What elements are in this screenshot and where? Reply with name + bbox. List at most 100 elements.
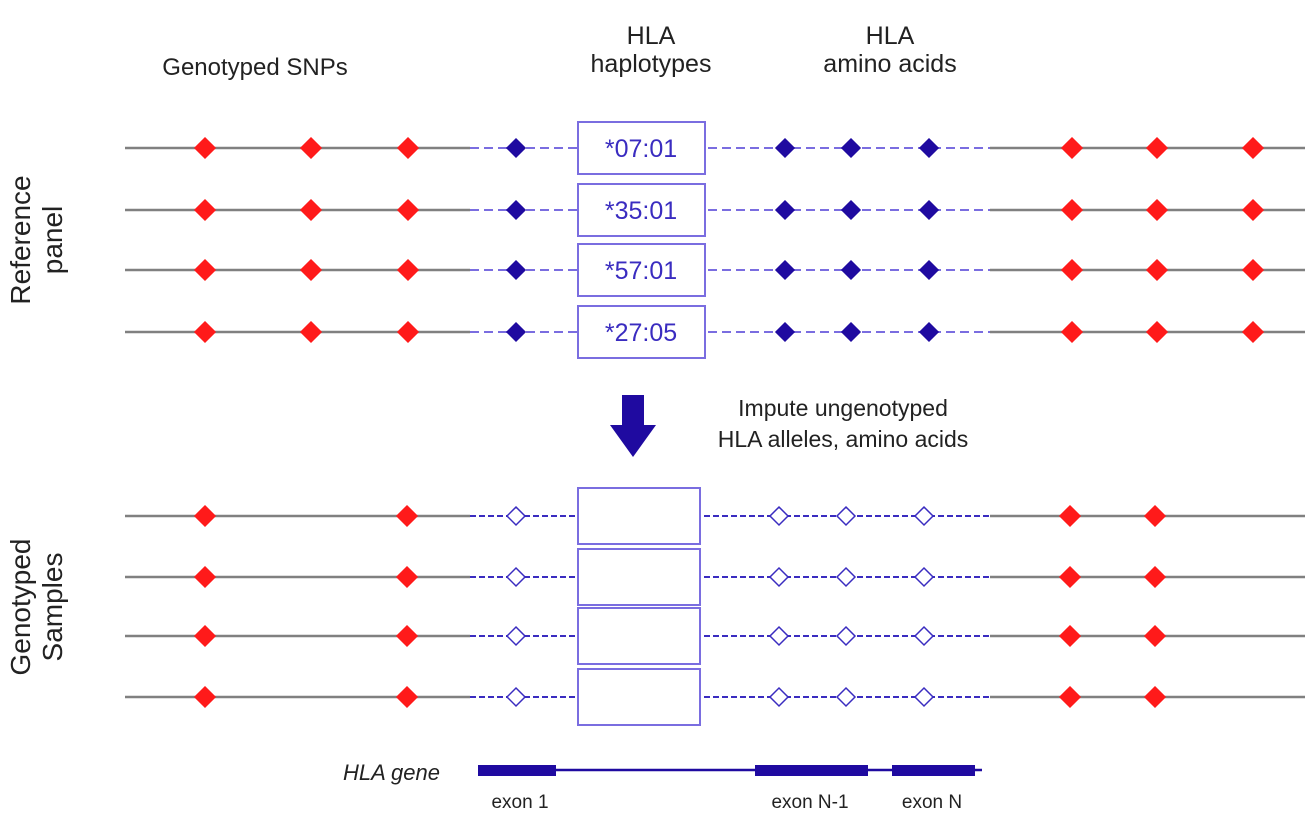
empty-haplotype-box [577, 607, 701, 665]
snp-diamond [1058, 565, 1082, 589]
snp-diamond [1143, 624, 1167, 648]
genotyped-sample-row [125, 668, 1305, 726]
snp-diamond [1060, 198, 1084, 222]
hla-gene-model: HLA gene exon 1 exon N-1 exon N [343, 760, 982, 813]
snp-diamond [1058, 685, 1082, 709]
reference-haplotype-row: *35:01 [125, 183, 1305, 237]
genotyped-sample-row [125, 487, 1305, 545]
exon-n-block [892, 765, 975, 776]
missing-hla-marker-diamond [835, 625, 857, 647]
haplotype-box [577, 183, 706, 237]
reference-haplotype-row: *07:01 [125, 121, 1305, 175]
haplotype-box [577, 305, 706, 359]
exon-1-label: exon 1 [491, 792, 548, 813]
missing-hla-marker-diamond [768, 686, 790, 708]
snp-diamond [299, 320, 323, 344]
header-genotyped-snps: Genotyped SNPs [162, 54, 347, 81]
missing-hla-marker-diamond [913, 686, 935, 708]
missing-hla-marker-diamond [505, 566, 527, 588]
label-genotyped: Genotyped [5, 539, 36, 676]
snp-diamond [396, 258, 420, 282]
empty-haplotype-box [577, 548, 701, 606]
label-reference: Reference [5, 175, 36, 304]
reference-haplotype-row: *57:01 [125, 243, 1305, 297]
header-hla-aa-2: amino acids [823, 50, 956, 78]
down-arrow-icon [610, 395, 656, 457]
snp-diamond [1241, 258, 1265, 282]
empty-haplotype-box [577, 668, 701, 726]
snp-diamond [1145, 136, 1169, 160]
haplotype-box [577, 243, 706, 297]
hla-marker-diamond [840, 321, 862, 343]
hla-marker-diamond [918, 137, 940, 159]
snp-diamond [193, 504, 217, 528]
snp-diamond [1143, 685, 1167, 709]
missing-hla-marker-diamond [835, 566, 857, 588]
label-samples: Samples [37, 553, 68, 662]
missing-hla-marker-diamond [505, 505, 527, 527]
snp-diamond [193, 136, 217, 160]
snp-diamond [193, 258, 217, 282]
snp-diamond [1145, 320, 1169, 344]
snp-diamond [1060, 320, 1084, 344]
label-panel: panel [37, 206, 68, 275]
snp-diamond [1145, 198, 1169, 222]
hla-marker-diamond [774, 199, 796, 221]
impute-text-1: Impute ungenotyped [738, 395, 948, 421]
snp-diamond [1060, 136, 1084, 160]
exon-n-label: exon N [902, 792, 962, 813]
hla-gene-label: HLA gene [343, 760, 440, 785]
hla-marker-diamond [505, 137, 527, 159]
hla-marker-diamond [505, 321, 527, 343]
exon-1-block [478, 765, 556, 776]
genotyped-sample-row [125, 548, 1305, 606]
snp-diamond [395, 504, 419, 528]
impute-text-2: HLA alleles, amino acids [718, 426, 969, 452]
hla-marker-diamond [918, 321, 940, 343]
snp-diamond [193, 565, 217, 589]
snp-diamond [1145, 258, 1169, 282]
haplotype-allele: *27:05 [605, 319, 677, 347]
exon-n-1-label: exon N-1 [771, 792, 848, 813]
missing-hla-marker-diamond [768, 566, 790, 588]
hla-marker-diamond [840, 259, 862, 281]
missing-hla-marker-diamond [768, 625, 790, 647]
hla-marker-diamond [774, 259, 796, 281]
snp-diamond [193, 320, 217, 344]
snp-diamond [1241, 136, 1265, 160]
snp-diamond [1060, 258, 1084, 282]
snp-diamond [395, 624, 419, 648]
missing-hla-marker-diamond [505, 625, 527, 647]
haplotype-box [577, 121, 706, 175]
missing-hla-marker-diamond [835, 686, 857, 708]
snp-diamond [396, 320, 420, 344]
reference-haplotype-row: *27:05 [125, 305, 1305, 359]
hla-marker-diamond [918, 259, 940, 281]
snp-diamond [1241, 320, 1265, 344]
snp-diamond [395, 565, 419, 589]
header-hla-aa-1: HLA [866, 22, 915, 50]
snp-diamond [395, 685, 419, 709]
header-hla-haplotypes-2: haplotypes [591, 50, 712, 78]
missing-hla-marker-diamond [768, 505, 790, 527]
snp-diamond [299, 136, 323, 160]
hla-marker-diamond [774, 137, 796, 159]
genotyped-sample-row [125, 607, 1305, 665]
snp-diamond [193, 624, 217, 648]
snp-diamond [1143, 504, 1167, 528]
missing-hla-marker-diamond [913, 625, 935, 647]
exon-n-1-block [755, 765, 868, 776]
snp-diamond [396, 198, 420, 222]
header-hla-haplotypes-1: HLA [627, 22, 676, 50]
missing-hla-marker-diamond [835, 505, 857, 527]
missing-hla-marker-diamond [913, 566, 935, 588]
snp-diamond [299, 258, 323, 282]
hla-marker-diamond [505, 199, 527, 221]
snp-diamond [1058, 504, 1082, 528]
empty-haplotype-box [577, 487, 701, 545]
snp-diamond [193, 685, 217, 709]
hla-marker-diamond [774, 321, 796, 343]
hla-marker-diamond [840, 199, 862, 221]
haplotype-allele: *35:01 [605, 197, 677, 225]
